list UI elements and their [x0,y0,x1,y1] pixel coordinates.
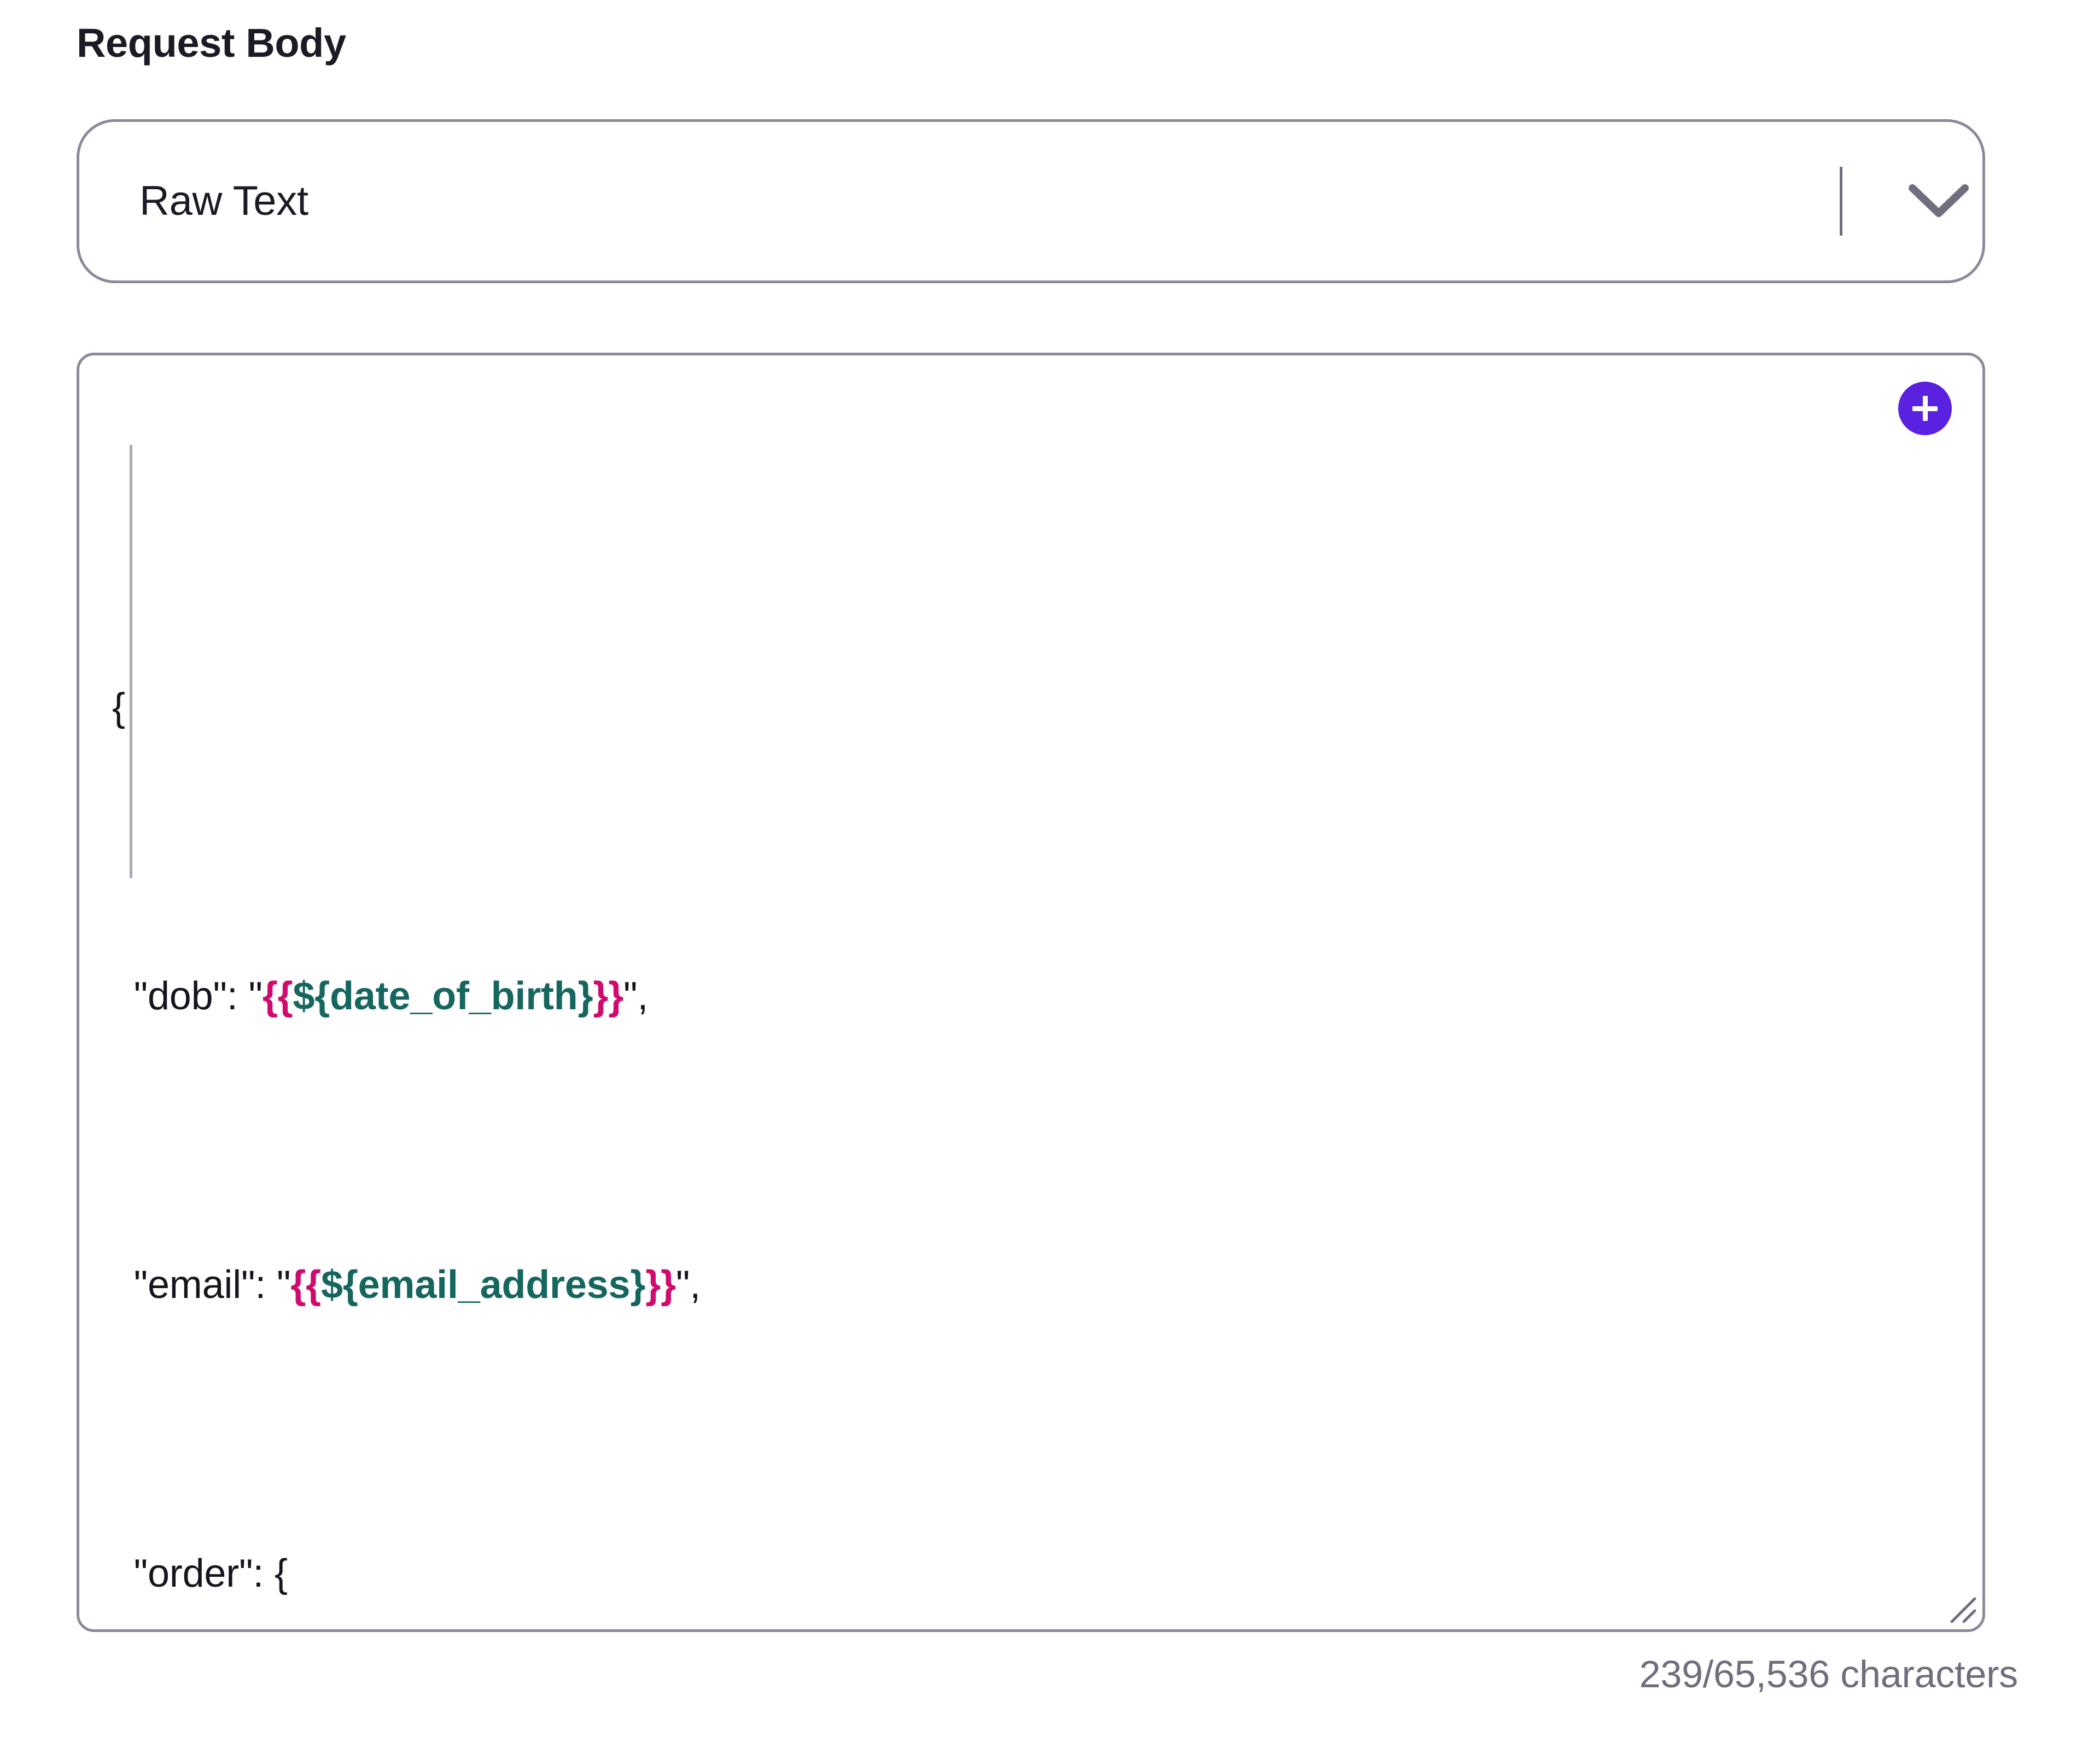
code-token-order-key: "order": { [112,1552,288,1595]
code-token-brace-open: { [112,686,125,729]
code-line-2: "dob": "{{${date_of_birth}}}", [112,960,1193,1032]
code-token-dob-tail: ", [623,974,649,1018]
code-token-mustache-close: }} [593,974,624,1018]
code-token-dob-key: "dob": " [112,974,262,1018]
body-type-select[interactable]: Raw Text [77,119,1985,283]
body-type-select-value: Raw Text [139,180,308,222]
code-token-date-of-birth-var: ${date_of_birth} [293,974,593,1018]
code-token-email-tail: ", [675,1263,701,1307]
code-token-email-key: "email": " [112,1263,291,1307]
page-title: Request Body [77,20,346,66]
code-token-email-address-var: ${email_address} [321,1263,646,1307]
code-line-1: { [112,671,1193,744]
resize-handle-icon[interactable] [1943,1590,1977,1624]
code-token-mustache-open: {{ [290,1263,321,1307]
request-body-code[interactable]: { "dob": "{{${date_of_birth}}}", "email"… [79,355,1226,1629]
select-divider [1840,167,1842,236]
character-counter: 239/65,536 characters [1639,1653,2019,1695]
chevron-down-icon[interactable] [1895,179,1982,223]
code-line-4: "order": { [112,1537,1193,1610]
code-token-mustache-open: {{ [262,974,293,1018]
request-body-editor[interactable]: { "dob": "{{${date_of_birth}}}", "email"… [77,353,1985,1632]
indent-guide [130,445,132,878]
code-line-3: "email": "{{${email_address}}}", [112,1249,1193,1321]
add-personalization-button[interactable] [1898,382,1952,435]
plus-icon-vertical [1922,396,1928,421]
code-token-mustache-close: }} [645,1263,676,1307]
